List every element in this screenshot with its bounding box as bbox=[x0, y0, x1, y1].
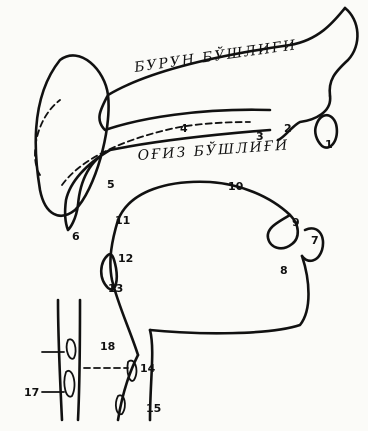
label-13: 13 bbox=[108, 282, 123, 295]
label-18: 18 bbox=[100, 340, 115, 353]
spine-line-b bbox=[78, 300, 80, 420]
structure-18 bbox=[67, 339, 76, 358]
spine-line-a bbox=[58, 300, 62, 420]
label-8: 8 bbox=[280, 264, 288, 277]
label-17: 17 bbox=[24, 386, 39, 399]
label-11: 11 bbox=[115, 214, 130, 227]
structure-17 bbox=[64, 371, 74, 397]
nasopharynx-oval bbox=[36, 55, 109, 215]
label-12: 12 bbox=[118, 252, 133, 265]
tongue-dorsum bbox=[118, 182, 290, 220]
label-9: 9 bbox=[292, 216, 300, 229]
label-3: 3 bbox=[256, 130, 264, 143]
label-2: 2 bbox=[284, 122, 292, 135]
label-7: 7 bbox=[311, 234, 319, 247]
label-10: 10 bbox=[228, 180, 244, 193]
label-15: 15 bbox=[146, 402, 161, 415]
label-6: 6 bbox=[72, 230, 80, 243]
label-5: 5 bbox=[107, 178, 115, 191]
oral-cavity-label: ОҒИЗ БЎШЛИҒИ bbox=[137, 134, 290, 164]
nasal-cavity-label: БУРУН БЎШЛИҒИ bbox=[132, 34, 298, 76]
label-4: 4 bbox=[180, 122, 188, 135]
label-14: 14 bbox=[140, 362, 156, 375]
label-1: 1 bbox=[325, 138, 333, 151]
